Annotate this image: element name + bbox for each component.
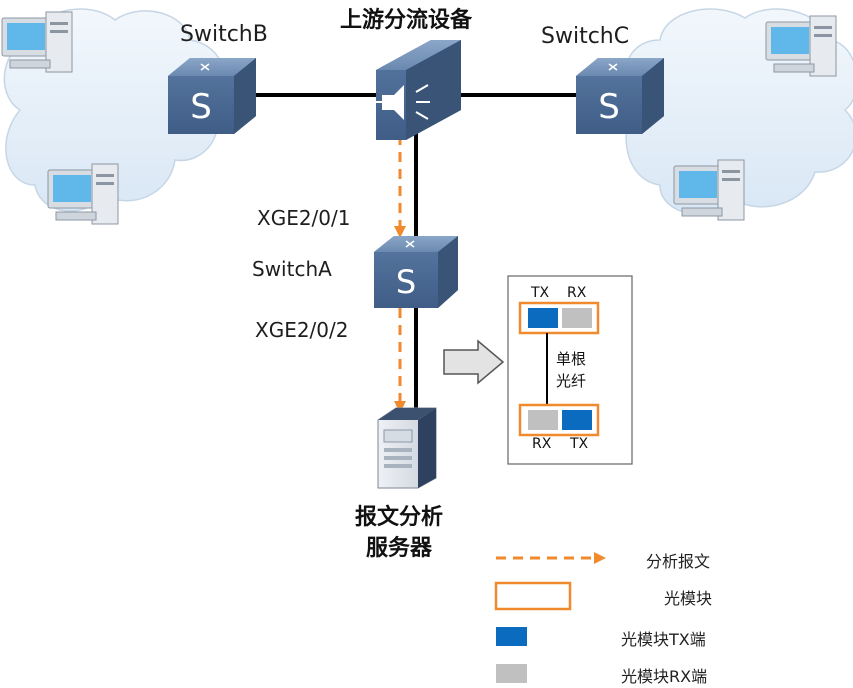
- fiber-bottom-tx-label: TX: [570, 436, 589, 452]
- legend-module-rx-label: 光模块RX端: [621, 667, 708, 686]
- switch-b-icon: S: [168, 58, 256, 134]
- legend-module-tx-label: 光模块TX端: [621, 630, 706, 649]
- fiber-bottom-rx-label: RX: [532, 436, 552, 452]
- tx-port-top: [528, 308, 558, 328]
- server-icon: [377, 407, 437, 489]
- fiber-middle-label-line1: 单根: [556, 350, 587, 368]
- legend-analysis-packet-label: 分析报文: [646, 552, 711, 571]
- port-upper-label: XGE2/0/1: [257, 206, 351, 230]
- switch-a-icon: S: [374, 236, 458, 308]
- legend-optical-module-swatch: [494, 581, 572, 611]
- tx-port-bottom: [562, 410, 592, 430]
- switch-b-label: SwitchB: [180, 22, 268, 47]
- legend: [494, 552, 606, 683]
- rx-port-bottom: [528, 410, 558, 430]
- legend-tx-swatch: [496, 627, 527, 646]
- server-label-line1: 报文分析: [355, 505, 444, 530]
- pc-icon: [1, 11, 73, 73]
- svg-text:S: S: [396, 263, 416, 301]
- fiber-middle-label-line2: 光纤: [556, 372, 587, 390]
- detail-pointer-arrow: [443, 339, 505, 385]
- splitter-device-icon: [374, 40, 461, 140]
- pc-icon: [765, 15, 837, 77]
- port-lower-label: XGE2/0/2: [255, 318, 349, 342]
- server-label-line2: 服务器: [366, 536, 433, 561]
- fiber-top-rx-label: RX: [567, 285, 587, 301]
- svg-text:S: S: [190, 87, 212, 127]
- fiber-top-tx-label: TX: [531, 285, 550, 301]
- switch-c-icon: S: [576, 58, 664, 134]
- pc-icon: [47, 163, 119, 225]
- rx-port-top: [562, 308, 592, 328]
- switch-a-label: SwitchA: [252, 257, 332, 281]
- legend-rx-swatch: [496, 664, 527, 683]
- splitter-label: 上游分流设备: [340, 8, 473, 33]
- switch-c-label: SwitchC: [541, 24, 630, 49]
- legend-optical-module-label: 光模块: [664, 589, 713, 608]
- pc-icon: [673, 159, 745, 221]
- fiber-detail-box: [507, 275, 633, 465]
- svg-text:S: S: [598, 87, 620, 127]
